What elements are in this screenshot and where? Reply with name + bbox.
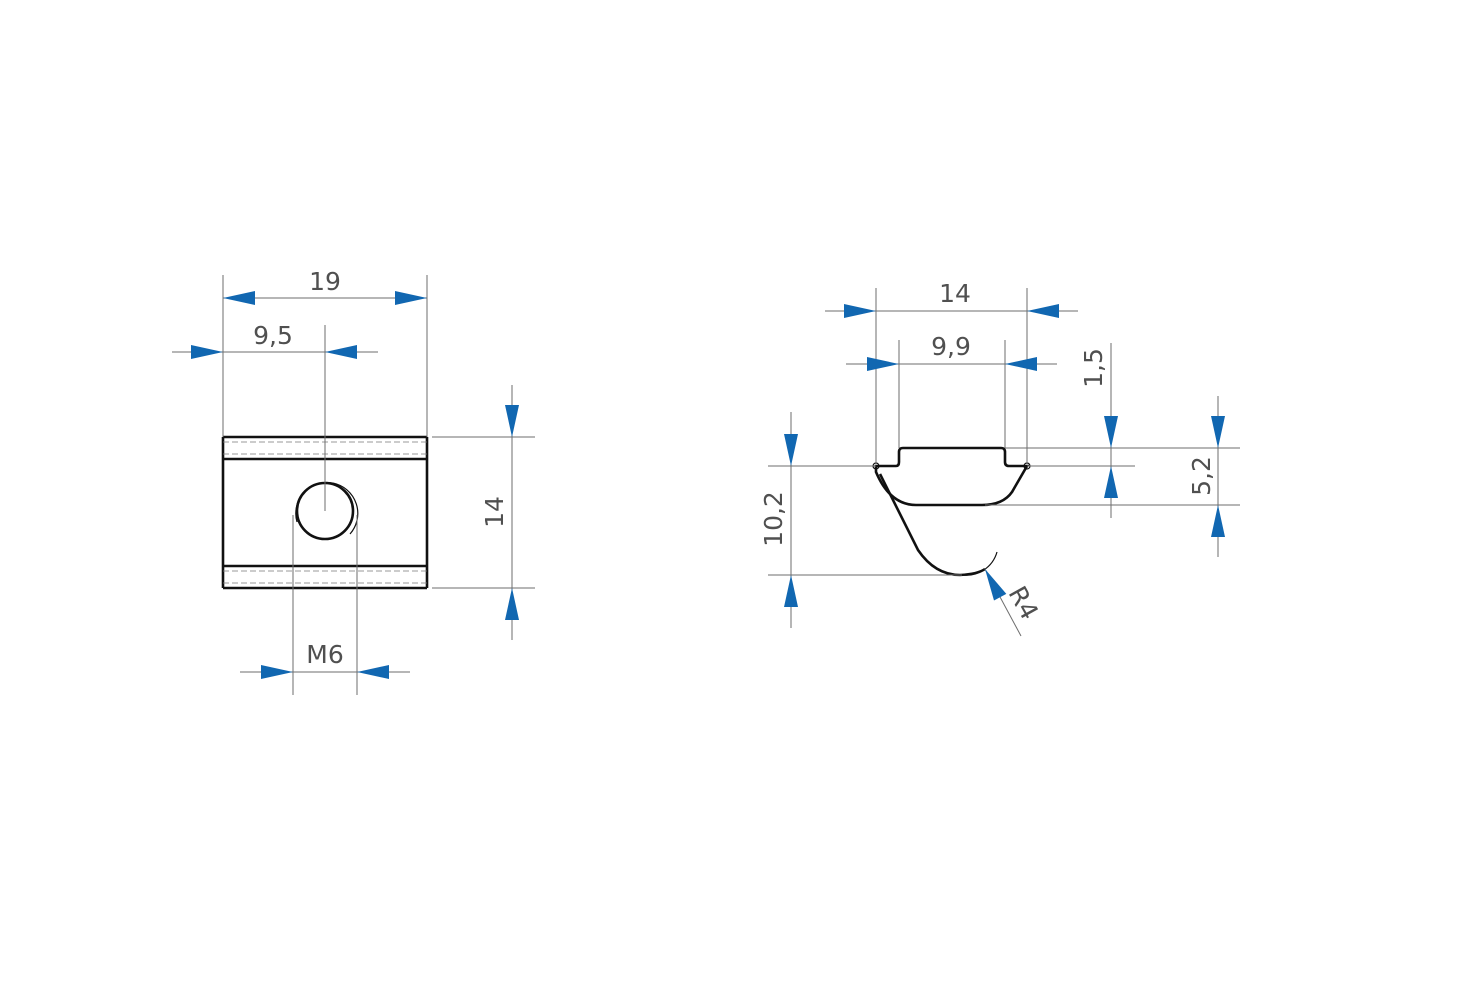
dim-arrow <box>395 291 427 305</box>
dim-arrow <box>1211 505 1225 537</box>
dim-arrow <box>1027 304 1059 318</box>
dimension-step-1-5: 1,5 <box>1005 343 1240 518</box>
dim-label-thread: M6 <box>306 640 343 669</box>
dim-label-height: 14 <box>480 496 509 528</box>
dimension-height-14: 14 <box>432 385 535 640</box>
dim-label-body-height: 5,2 <box>1187 456 1216 496</box>
dimension-width-19: 19 <box>222 267 428 437</box>
dim-label-center-offset: 9,5 <box>253 321 293 350</box>
dim-label-radius: R4 <box>1003 581 1044 624</box>
threaded-hole <box>295 325 359 541</box>
dim-label-inner-width: 9,9 <box>931 332 971 361</box>
dim-label-side-width: 14 <box>939 279 971 308</box>
dim-label-total-height: 10,2 <box>759 491 788 547</box>
dimension-radius-r4: R4 <box>978 565 1044 637</box>
dim-label-width: 19 <box>309 267 341 296</box>
dim-arrow <box>867 357 899 371</box>
dimension-total-10-2: 10,2 <box>759 412 962 628</box>
side-profile-outline <box>872 446 1031 577</box>
dim-arrow <box>505 405 519 437</box>
dimension-center-9-5: 9,5 <box>172 321 378 359</box>
dim-arrow <box>261 665 293 679</box>
dim-arrow <box>357 665 389 679</box>
dim-arrow <box>191 345 223 359</box>
dim-arrow <box>505 588 519 620</box>
dim-arrow <box>844 304 876 318</box>
dim-label-step-height: 1,5 <box>1079 348 1108 388</box>
dim-arrow <box>1005 357 1037 371</box>
dimension-inner-width-9-9: 9,9 <box>846 332 1057 448</box>
side-view: 14 9,9 1,5 5,2 <box>759 279 1240 637</box>
dim-arrow <box>325 345 357 359</box>
dimension-side-width-14: 14 <box>825 279 1078 463</box>
dimension-body-5-2: 5,2 <box>985 396 1240 557</box>
dim-arrow <box>784 434 798 466</box>
front-view: 19 9,5 14 M6 <box>172 267 535 695</box>
dim-arrow <box>1104 416 1118 448</box>
dim-arrow <box>784 575 798 607</box>
dim-arrow <box>223 291 255 305</box>
dim-arrow <box>1211 416 1225 448</box>
dim-arrow <box>1104 466 1118 498</box>
dimension-thread-m6: M6 <box>240 515 410 695</box>
